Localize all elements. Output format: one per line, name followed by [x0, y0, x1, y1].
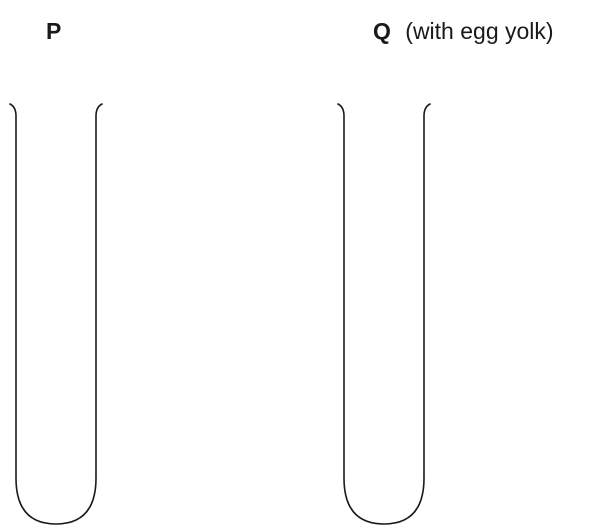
tube-q-letter: Q [373, 18, 391, 44]
tube-p-letter: P [46, 18, 61, 44]
tube-q-note: (with egg yolk) [405, 18, 553, 44]
tube-p-outline [9, 103, 103, 525]
tube-q-outline [337, 103, 431, 525]
test-tube-p: P [9, 18, 103, 525]
tube-p-label: P [46, 18, 61, 44]
tube-q-label: Q (with egg yolk) [373, 18, 554, 44]
test-tube-q: Q (with egg yolk) [337, 18, 554, 525]
